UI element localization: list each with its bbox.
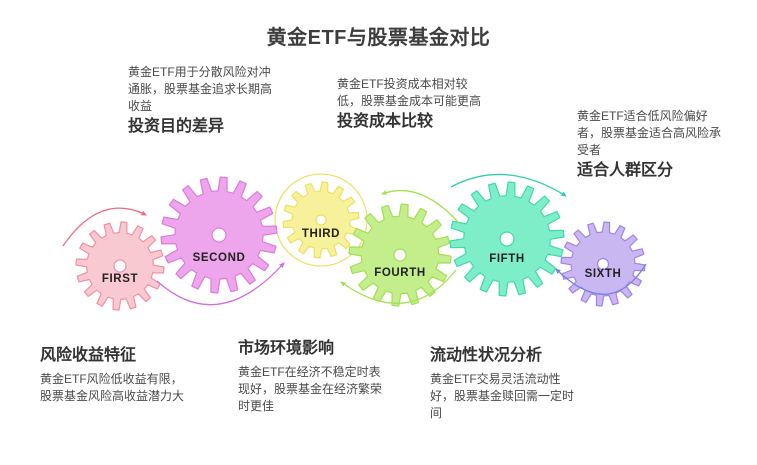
gear-label-third: THIRD <box>302 228 340 240</box>
gear-third: THIRD <box>282 181 360 259</box>
note-liquidity-analysis: 流动性状况分析 黄金ETF交易灵活流动性 好，股票基金赎回需一定时 间 <box>430 346 636 422</box>
gear-label-sixth: SIXTH <box>585 268 622 280</box>
gear-label-fourth: FOURTH <box>374 267 426 279</box>
rotation-arrow-first <box>62 207 147 247</box>
note-description: 黄金ETF交易灵活流动性 好，股票基金赎回需一定时 间 <box>430 372 575 420</box>
note-investment-purpose: 黄金ETF用于分散风险对冲 通胀，股票基金追求长期高 收益 投资目的差异 <box>128 64 340 137</box>
rotation-arrow-second <box>156 262 285 306</box>
note-heading: 适合人群区分 <box>577 162 674 179</box>
note-description: 黄金ETF风险低收益有限， 股票基金风险高收益潜力大 <box>40 372 185 403</box>
gear-fourth: FOURTH <box>348 203 452 307</box>
rotation-arrow-fourth <box>381 190 460 224</box>
note-heading: 投资目的差异 <box>128 118 225 135</box>
note-heading: 风险收益特征 <box>40 347 137 364</box>
note-cost-comparison: 黄金ETF投资成本相对较 低，股票基金成本可能更高 投资成本比较 <box>337 76 549 132</box>
rotation-arrow-sixth <box>555 263 647 295</box>
gear-label-fifth: FIFTH <box>489 253 525 265</box>
note-suitable-people: 黄金ETF适合低风险偏好 者，股票基金适合高风险承 受者 适合人群区分 <box>577 108 755 181</box>
gear-second: SECOND <box>160 176 278 294</box>
note-description: 黄金ETF在经济不稳定时表 现好，股票基金在经济繁荣 时更佳 <box>238 365 383 413</box>
note-risk-return: 风险收益特征 黄金ETF风险低收益有限， 股票基金风险高收益潜力大 <box>40 346 252 405</box>
gear-first: FIRST <box>75 221 165 311</box>
gear-sixth: SIXTH <box>560 221 646 307</box>
note-heading: 流动性状况分析 <box>430 347 543 364</box>
gear-label-second: SECOND <box>193 252 246 264</box>
note-description: 黄金ETF适合低风险偏好 者，股票基金适合高风险承 受者 <box>577 109 722 157</box>
gear-fifth: FIFTH <box>449 181 565 297</box>
rotation-arrow-fourth <box>340 269 457 304</box>
note-market-environment: 市场环境影响 黄金ETF在经济不稳定时表 现好，股票基金在经济繁荣 时更佳 <box>238 339 436 415</box>
note-heading: 市场环境影响 <box>238 340 335 357</box>
note-description: 黄金ETF用于分散风险对冲 通胀，股票基金追求长期高 收益 <box>128 65 273 113</box>
rotation-arrow-fifth <box>450 173 567 197</box>
note-description: 黄金ETF投资成本相对较 低，股票基金成本可能更高 <box>337 77 482 108</box>
gear-label-first: FIRST <box>102 273 138 285</box>
note-heading: 投资成本比较 <box>337 113 434 130</box>
page-title: 黄金ETF与股票基金对比 <box>266 27 491 49</box>
